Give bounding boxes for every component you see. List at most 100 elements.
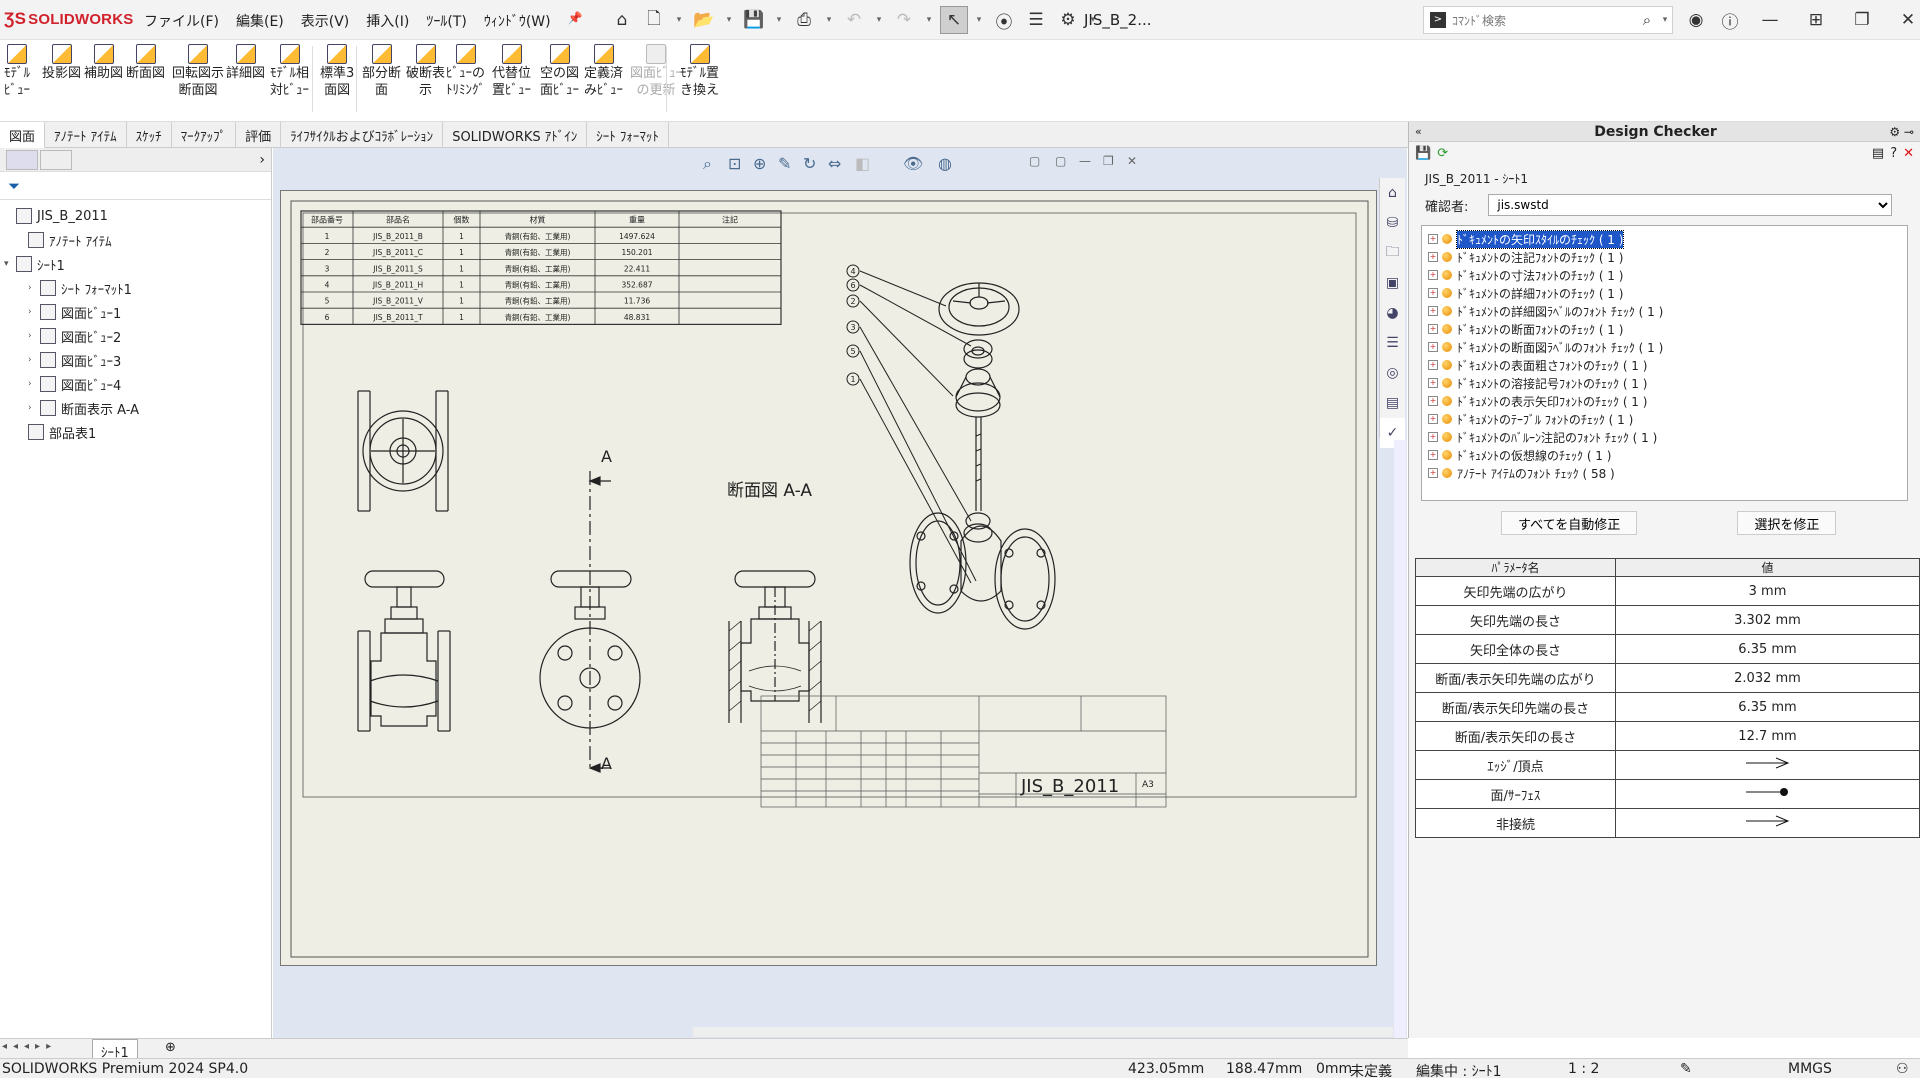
command-tab[interactable]: 評価 [236, 122, 282, 148]
ribbon-button[interactable]: 回転図示 断面図 [172, 44, 224, 99]
command-tab[interactable]: ﾗｲﾌｻｲｸﾙおよびｺﾗﾎﾞﾚｰｼｮﾝ [281, 122, 444, 148]
add-sheet-icon[interactable]: ⊕ [165, 1040, 176, 1055]
expand-plus-icon[interactable]: + [1428, 252, 1438, 262]
chevron-down-icon[interactable]: ▾ [1662, 15, 1668, 25]
appearance-icon[interactable]: ◍ [938, 154, 952, 173]
sketch-pencil-icon[interactable]: ✎ [778, 154, 792, 173]
top-view[interactable] [357, 390, 449, 512]
expand-arrow-icon[interactable]: › [28, 283, 32, 293]
expand-plus-icon[interactable]: + [1428, 432, 1438, 442]
tree-item[interactable]: ›断面表示 A-A [0, 396, 271, 420]
expand-arrow-icon[interactable]: › [28, 379, 32, 389]
home-icon[interactable]: ⌂ [616, 10, 628, 30]
chevron-down-icon[interactable]: ▾ [976, 15, 982, 25]
pin-menu-icon[interactable]: 📌 [567, 11, 583, 25]
expand-plus-icon[interactable]: + [1428, 378, 1438, 388]
ribbon-button[interactable]: 断面図 [126, 44, 165, 82]
feature-tree-tab-icon[interactable] [6, 149, 38, 170]
graphics-area[interactable]: ⌕ ⊡ ⊕ ✎ ↻ ⇔ ◧ 👁 ◍ ▢ ▢ — ❐ ✕ 部品番号部品名個数材質重… [273, 148, 1407, 1038]
options-gear-icon[interactable]: ⚙ [1060, 10, 1076, 30]
tree-item[interactable]: ›図面ﾋﾞｭｰ1 [0, 300, 271, 324]
tree-item[interactable]: ›ｼｰﾄ ﾌｫｰﾏｯﾄ1 [0, 276, 271, 300]
title-block[interactable] [760, 695, 1167, 808]
side-view[interactable] [539, 471, 641, 773]
parameter-value[interactable]: 2.032 mm [1615, 663, 1920, 693]
zoom-area-icon[interactable]: ⊡ [728, 154, 742, 173]
parameter-value[interactable]: 6.35 mm [1615, 692, 1920, 722]
expand-plus-icon[interactable]: + [1428, 270, 1438, 280]
forum-icon[interactable]: ◎ [1386, 365, 1399, 381]
sheet-scale[interactable]: 1 : 2 [1568, 1061, 1600, 1077]
ribbon-button[interactable]: 詳細図 [226, 44, 265, 82]
expand-arrow-icon[interactable]: ▾ [4, 259, 9, 269]
expand-arrow-icon[interactable]: › [28, 355, 32, 365]
balloon[interactable] [846, 344, 860, 358]
command-tab[interactable]: ｼｰﾄ ﾌｫｰﾏｯﾄ [587, 122, 669, 148]
ribbon-button[interactable]: 空の図 面ﾋﾞｭｰ [540, 44, 579, 99]
check-item[interactable]: +ﾄﾞｷｭﾒﾝﾄの仮想線のﾁｪｯｸ ( 1 ) [1428, 446, 1901, 464]
new-document-icon[interactable]: 🗋 [647, 8, 661, 29]
menu-item[interactable]: 表示(V) [300, 14, 350, 30]
parameter-row[interactable]: 面/ｻｰﾌｪｽ [1415, 779, 1920, 809]
tree-item[interactable]: ▾ｼｰﾄ1 [0, 252, 271, 276]
command-tab[interactable]: ｽｹｯﾁ [127, 122, 172, 148]
auto-fix-all-button[interactable]: すべてを自動修正 [1501, 511, 1638, 535]
expand-plus-icon[interactable]: + [1428, 306, 1438, 316]
close-icon[interactable]: ✕ [1900, 10, 1916, 30]
check-item[interactable]: +ﾄﾞｷｭﾒﾝﾄの注記ﾌｫﾝﾄのﾁｪｯｸ ( 1 ) [1428, 248, 1901, 266]
check-item[interactable]: +ﾄﾞｷｭﾒﾝﾄの表面粗さﾌｫﾝﾄのﾁｪｯｸ ( 1 ) [1428, 356, 1901, 374]
view-minimize-icon[interactable]: — [1079, 154, 1091, 168]
parameter-value[interactable] [1615, 779, 1920, 809]
expand-plus-icon[interactable]: + [1428, 288, 1438, 298]
balloon[interactable] [846, 320, 860, 334]
redo-icon[interactable]: ↷ [896, 10, 912, 30]
expand-plus-icon[interactable]: + [1428, 342, 1438, 352]
ribbon-button[interactable]: 定義済 みﾋﾞｭｰ [584, 44, 623, 99]
pin-gear-icon[interactable]: ⚙ ⊸ [1889, 124, 1914, 139]
menu-item[interactable]: ｳｨﾝﾄﾞｳ(W) [483, 14, 551, 30]
status-options-icon[interactable]: ⚇ [1896, 1061, 1909, 1077]
expand-arrow-icon[interactable]: › [28, 307, 32, 317]
zoom-in-out-icon[interactable]: ⊕ [753, 154, 767, 173]
split-view-2-icon[interactable]: ▢ [1055, 154, 1067, 168]
tree-item[interactable]: ›図面ﾋﾞｭｰ2 [0, 324, 271, 348]
ribbon-button[interactable]: ﾓﾃﾞﾙ相 対ﾋﾞｭｰ [270, 44, 309, 99]
parameter-value[interactable]: 3 mm [1615, 576, 1920, 606]
balloon[interactable] [846, 278, 860, 292]
file-explorer-icon[interactable]: 🗀 [1385, 244, 1400, 260]
balloon[interactable] [846, 294, 860, 308]
command-tab[interactable]: 図面 [0, 122, 46, 148]
check-item[interactable]: +ﾄﾞｷｭﾒﾝﾄの矢印ｽﾀｲﾙのﾁｪｯｸ ( 1 ) [1428, 229, 1901, 249]
ribbon-button[interactable]: 補助図 [84, 44, 123, 82]
display-style-icon[interactable]: ◧ [855, 154, 871, 173]
check-item[interactable]: +ﾄﾞｷｭﾒﾝﾄの表示矢印ﾌｫﾝﾄのﾁｪｯｸ ( 1 ) [1428, 392, 1901, 410]
hide-show-icon[interactable]: 👁 [903, 154, 924, 173]
ribbon-button[interactable]: 部分断 面 [362, 44, 401, 99]
ribbon-button[interactable]: 図面ﾋﾞｭｰ の更新 [630, 44, 682, 99]
collapse-panel-icon[interactable]: « [1415, 125, 1422, 138]
chevron-down-icon[interactable]: ▾ [826, 15, 832, 25]
zoom-to-fit-icon[interactable]: ⌕ [703, 154, 712, 173]
check-item[interactable]: +ﾄﾞｷｭﾒﾝﾄの詳細図ﾗﾍﾞﾙのﾌｫﾝﾄ ﾁｪｯｸ ( 1 ) [1428, 302, 1901, 320]
chevron-down-icon[interactable]: ▾ [676, 15, 682, 25]
front-view[interactable] [357, 570, 451, 732]
check-item[interactable]: +ﾄﾞｷｭﾒﾝﾄの断面図ﾗﾍﾞﾙのﾌｫﾝﾄ ﾁｪｯｸ ( 1 ) [1428, 338, 1901, 356]
user-account-icon[interactable]: ◉ [1688, 10, 1704, 30]
menu-item[interactable]: ファイル(F) [144, 14, 219, 30]
unit-system[interactable]: MMGS [1788, 1061, 1832, 1077]
chevron-down-icon[interactable]: ▾ [1090, 15, 1096, 25]
parameter-value[interactable] [1615, 750, 1920, 780]
menu-item[interactable]: 編集(E) [235, 14, 284, 30]
close-icon[interactable]: ✕ [1903, 145, 1914, 161]
failed-checks-list[interactable]: +ﾄﾞｷｭﾒﾝﾄの矢印ｽﾀｲﾙのﾁｪｯｸ ( 1 )+ﾄﾞｷｭﾒﾝﾄの注記ﾌｫﾝ… [1421, 225, 1908, 501]
refresh-icon[interactable]: ⟳ [1437, 145, 1449, 161]
command-tab[interactable]: ﾏｰｸｱｯﾌﾟ [172, 122, 237, 148]
pan-icon[interactable]: ⇔ [828, 154, 842, 173]
expand-plus-icon[interactable]: + [1428, 396, 1438, 406]
